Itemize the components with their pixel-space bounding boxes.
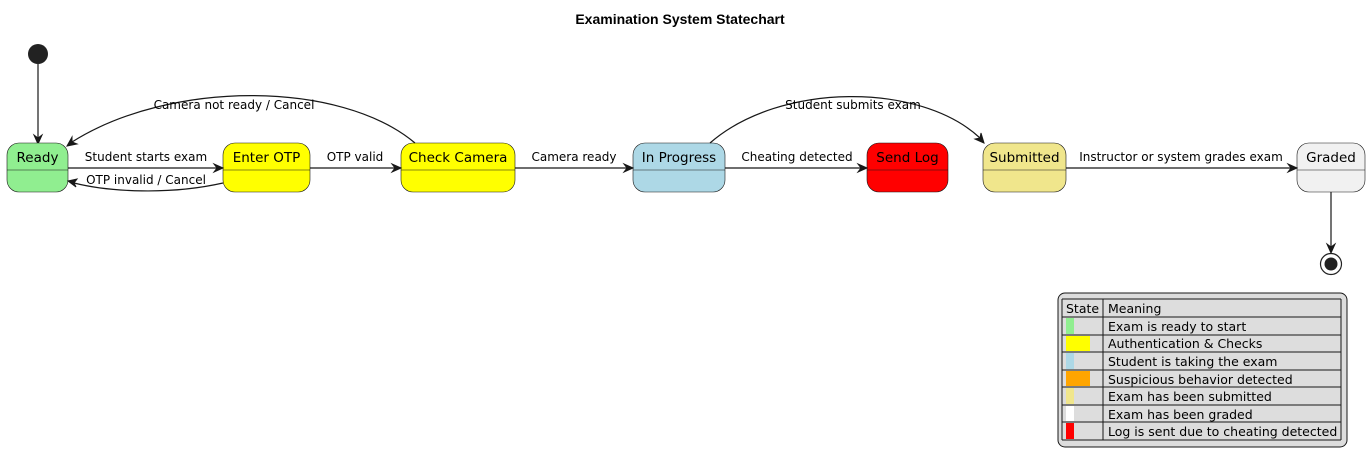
state-label: Enter OTP xyxy=(233,150,301,166)
legend: State Meaning Exam is ready to start Aut… xyxy=(1057,292,1348,448)
edge-otp-ready xyxy=(73,182,224,192)
legend-header-state: State xyxy=(1066,301,1099,316)
state-enter-otp: Enter OTP xyxy=(222,142,311,193)
legend-meaning: Log is sent due to cheating detected xyxy=(1108,424,1337,439)
legend-swatch xyxy=(1066,423,1074,439)
arrowhead xyxy=(856,162,869,174)
initial-state xyxy=(28,44,48,64)
state-label: Send Log xyxy=(876,150,938,166)
legend-swatch xyxy=(1066,371,1090,386)
edge-label-submitted-graded: Instructor or system grades exam xyxy=(1079,150,1283,164)
edge-label-camera-progress: Camera ready xyxy=(531,150,616,164)
edge-camera-ready xyxy=(71,95,416,144)
arrowhead xyxy=(32,133,44,146)
arrowhead xyxy=(973,132,985,144)
legend-swatch xyxy=(1066,388,1074,404)
final-state xyxy=(1319,252,1343,276)
legend-swatch xyxy=(1066,406,1074,421)
legend-swatch xyxy=(1066,318,1074,334)
arrowhead xyxy=(66,135,79,147)
edge-label-progress-sendlog: Cheating detected xyxy=(741,150,852,164)
edge-label-otp-camera-text: OTP valid xyxy=(327,150,384,164)
arrowhead xyxy=(390,162,403,174)
legend-meaning: Exam is ready to start xyxy=(1108,319,1246,334)
state-submitted: Submitted xyxy=(982,142,1067,193)
state-label: Ready xyxy=(17,150,59,166)
legend-meaning: Student is taking the exam xyxy=(1108,354,1277,369)
legend-swatch xyxy=(1066,336,1090,351)
edge-label-camera-ready: Camera not ready / Cancel xyxy=(154,98,315,112)
edge-label-otp-ready: OTP invalid / Cancel xyxy=(86,173,206,187)
legend-header-meaning: Meaning xyxy=(1108,301,1161,316)
state-in-progress: In Progress xyxy=(632,142,726,193)
state-label: In Progress xyxy=(642,150,716,166)
state-graded: Graded xyxy=(1296,142,1366,193)
state-ready: Ready xyxy=(6,142,69,193)
arrowhead xyxy=(66,178,79,188)
state-label: Submitted xyxy=(989,150,1059,166)
state-send-log: Send Log xyxy=(866,142,949,193)
edge-label-progress-submitted: Student submits exam xyxy=(785,98,921,112)
legend-swatch xyxy=(1066,353,1074,369)
arrowhead xyxy=(1325,242,1337,255)
arrowhead xyxy=(1286,162,1299,174)
legend-meaning: Exam has been graded xyxy=(1108,407,1253,422)
arrowhead xyxy=(622,162,635,174)
state-label: Check Camera xyxy=(409,150,508,166)
edge-label-ready-otp: Student starts exam xyxy=(85,150,207,164)
legend-meaning: Suspicious behavior detected xyxy=(1108,372,1293,387)
legend-meaning: Exam has been submitted xyxy=(1108,389,1272,404)
legend-meaning: Authentication & Checks xyxy=(1108,336,1262,351)
arrowhead xyxy=(212,162,225,174)
state-label: Graded xyxy=(1306,150,1356,166)
diagram-title: Examination System Statechart xyxy=(575,11,785,27)
state-check-camera: Check Camera xyxy=(400,142,516,193)
edge-progress-submitted xyxy=(709,96,981,144)
